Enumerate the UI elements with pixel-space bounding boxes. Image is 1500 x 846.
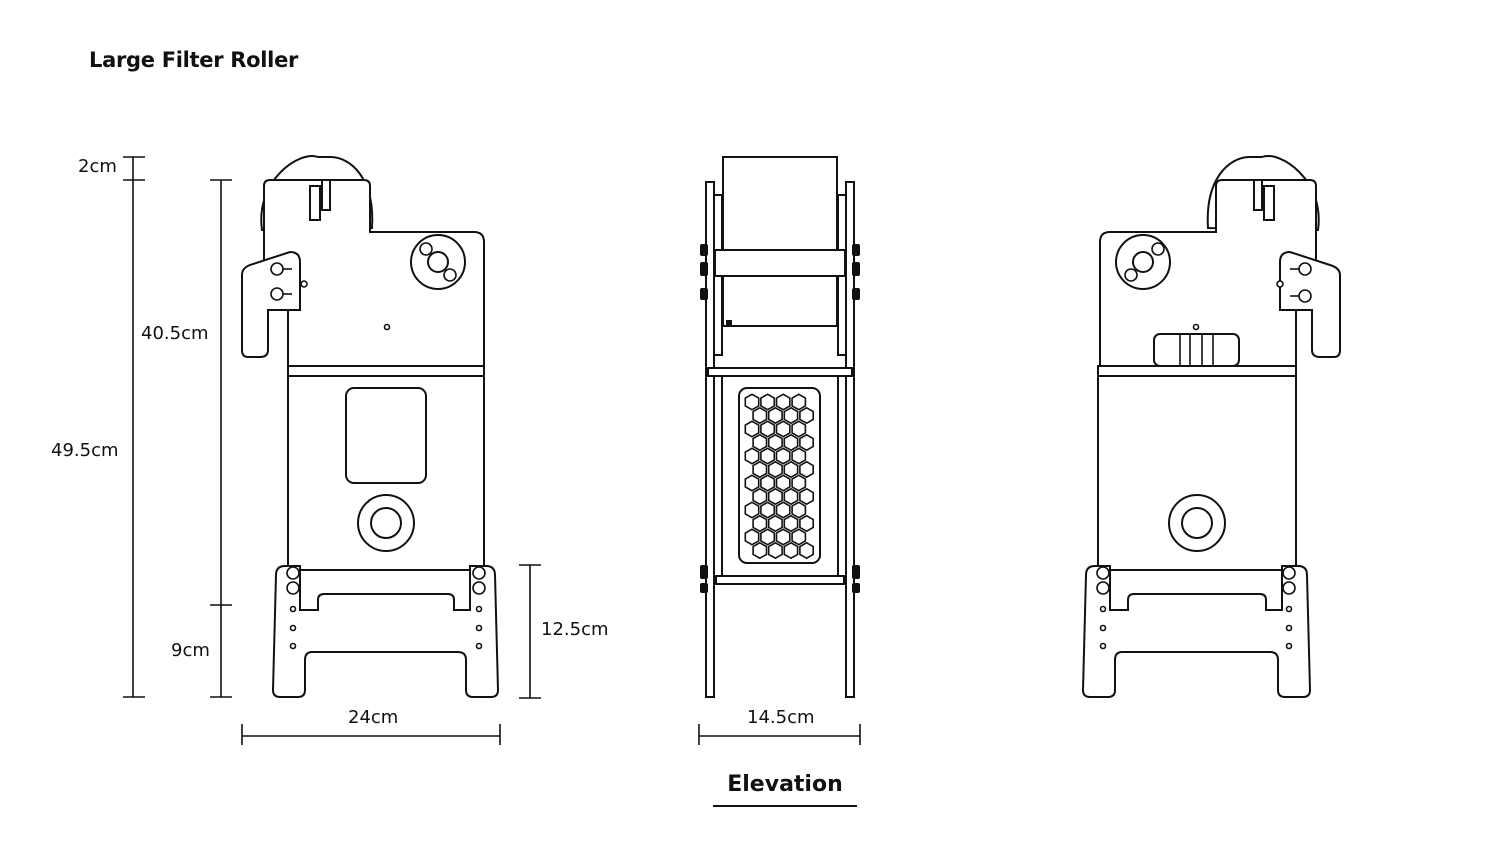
dim-total-height: 49.5cm (51, 440, 119, 461)
hex-cell (783, 541, 799, 560)
dim-leg-height: 9cm (171, 640, 210, 661)
right-view (1081, 155, 1341, 698)
hex-cell (752, 487, 768, 506)
hex-cell (775, 474, 791, 492)
hex-cell (744, 420, 760, 438)
hex-cell (775, 501, 791, 519)
hex-cell (752, 406, 768, 425)
hex-cell (744, 393, 760, 411)
hex-cell (783, 433, 799, 452)
hex-cell (760, 528, 776, 546)
hex-cell (791, 420, 807, 438)
hex-cell (760, 393, 776, 411)
dim-width: 24cm (348, 707, 399, 728)
hex-cell (767, 541, 783, 560)
dim-top-gap: 2cm (78, 156, 117, 177)
hex-cell (744, 528, 760, 546)
hex-cell (783, 406, 799, 425)
hex-cell (799, 433, 815, 452)
dim-stand-height: 12.5cm (541, 619, 609, 640)
hex-cell (775, 447, 791, 465)
hex-cell (799, 487, 815, 506)
hex-cell (799, 541, 815, 560)
hex-cell (744, 501, 760, 519)
hex-cell (783, 514, 799, 533)
hex-cell (791, 528, 807, 546)
hex-cell (783, 460, 799, 479)
hex-cell (767, 460, 783, 479)
hex-cell (752, 514, 768, 533)
dim-upper-height: 40.5cm (141, 323, 209, 344)
hex-cell (799, 514, 815, 533)
hex-cell (791, 447, 807, 465)
hex-cell (744, 474, 760, 492)
hex-cell (775, 393, 791, 411)
hex-cell (791, 501, 807, 519)
hex-cell (791, 474, 807, 492)
hex-cell (767, 433, 783, 452)
hex-cell (783, 487, 799, 506)
dim-depth: 14.5cm (747, 707, 815, 728)
hex-cell (767, 406, 783, 425)
hex-cell (791, 393, 807, 411)
hex-cell (767, 514, 783, 533)
hex-cell (799, 460, 815, 479)
drawing-title: Large Filter Roller (89, 48, 299, 72)
hex-cell (760, 474, 776, 492)
hex-cell (752, 460, 768, 479)
dimension-lines (123, 156, 861, 745)
hex-cell (744, 447, 760, 465)
view-caption: Elevation (727, 772, 843, 797)
hex-cell (775, 420, 791, 438)
hex-cell (760, 447, 776, 465)
left-view (241, 155, 500, 698)
hex-cell (760, 420, 776, 438)
hex-cell (760, 501, 776, 519)
hex-cell (775, 528, 791, 546)
honeycomb-filter (744, 393, 815, 560)
middle-view (700, 156, 860, 698)
hex-cell (799, 406, 815, 425)
hex-cell (752, 541, 768, 560)
hex-cell (752, 433, 768, 452)
hex-cell (767, 487, 783, 506)
